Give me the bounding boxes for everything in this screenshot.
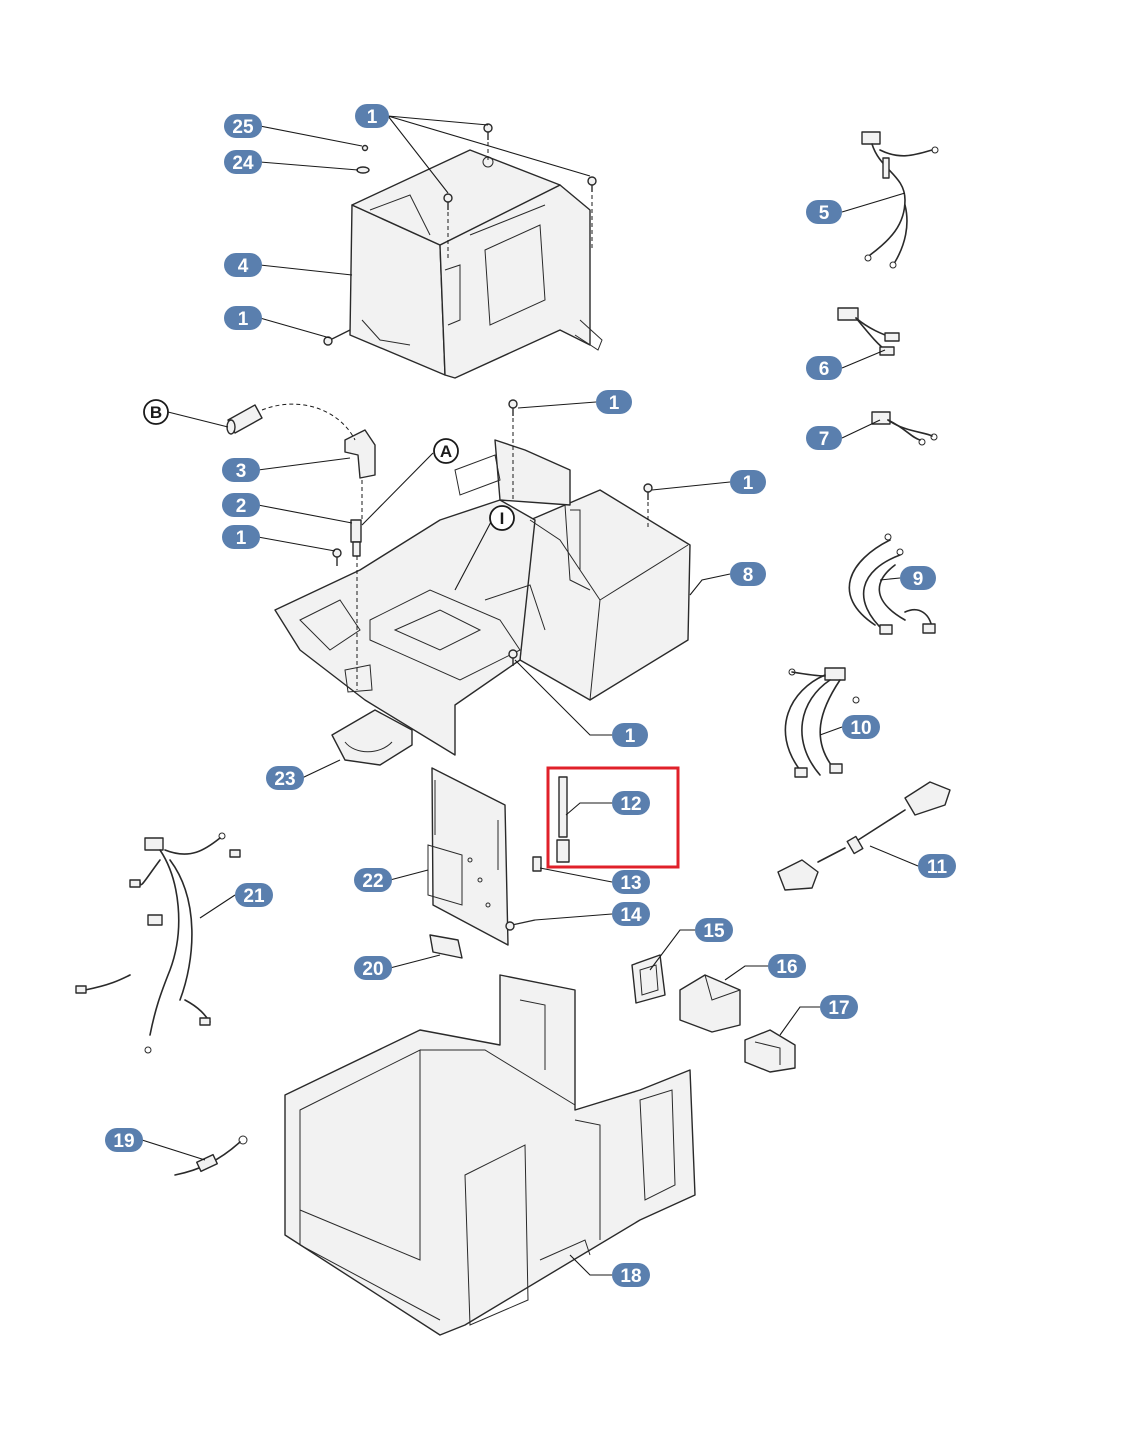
svg-text:25: 25 [232, 117, 254, 138]
part-6-harness [837, 307, 900, 356]
badge-23: 23 [266, 766, 304, 790]
part-5-harness [861, 131, 939, 269]
svg-text:17: 17 [828, 998, 849, 1019]
part-16-cover [679, 974, 741, 1033]
part-23-bracket [331, 709, 413, 766]
part-20-switch [429, 934, 463, 959]
svg-text:1: 1 [367, 107, 378, 128]
badge-25: 25 [224, 114, 262, 138]
badge-1-center: 1 [596, 390, 632, 414]
badge-19: 19 [105, 1128, 143, 1152]
badge-16: 16 [768, 954, 806, 978]
svg-text:19: 19 [113, 1131, 134, 1152]
part-7-harness [871, 411, 938, 446]
part-21-harness [75, 832, 241, 1054]
part-15-socket [631, 954, 666, 1004]
badge-7: 7 [806, 426, 842, 450]
svg-text:5: 5 [819, 203, 830, 224]
svg-text:22: 22 [362, 871, 383, 892]
badge-14: 14 [612, 902, 650, 926]
svg-text:9: 9 [913, 569, 924, 590]
part-b-tube [226, 404, 263, 435]
svg-text:1: 1 [743, 473, 754, 494]
svg-text:2: 2 [236, 496, 247, 517]
svg-text:18: 18 [620, 1266, 641, 1287]
svg-text:21: 21 [243, 886, 265, 907]
badge-4: 4 [224, 253, 262, 277]
part-2-connector [350, 519, 362, 557]
badge-22: 22 [354, 868, 392, 892]
badge-8: 8 [730, 562, 766, 586]
badge-2: 2 [222, 493, 260, 517]
callout-b: B [143, 399, 169, 425]
part-4-top-cover [349, 149, 603, 379]
svg-text:13: 13 [620, 873, 641, 894]
part-19-sensor [174, 1135, 248, 1176]
part-12-probe [556, 776, 570, 863]
badge-13: 13 [612, 870, 650, 894]
svg-text:1: 1 [625, 726, 636, 747]
badge-1-left-lower: 1 [222, 525, 260, 549]
badge-12: 12 [612, 791, 650, 815]
part-3-elbow [344, 429, 376, 479]
svg-text:14: 14 [620, 905, 642, 926]
badge-17: 17 [820, 995, 858, 1019]
svg-text:I: I [500, 509, 505, 528]
svg-text:10: 10 [850, 718, 871, 739]
svg-text:1: 1 [609, 393, 620, 414]
badge-1-lower: 1 [612, 723, 648, 747]
part-14-screw [505, 919, 536, 931]
svg-text:20: 20 [362, 959, 383, 980]
svg-text:A: A [440, 442, 452, 461]
svg-text:12: 12 [620, 794, 641, 815]
leader-lines [141, 115, 919, 1276]
badge-20: 20 [354, 956, 392, 980]
svg-text:B: B [150, 403, 162, 422]
part-17-rocker-switch [744, 1029, 796, 1073]
svg-text:23: 23 [274, 769, 295, 790]
badge-15: 15 [695, 918, 733, 942]
part-12-highlight-box [546, 766, 680, 869]
part-9-harness [848, 533, 936, 635]
svg-text:8: 8 [743, 565, 754, 586]
badge-18: 18 [612, 1263, 650, 1287]
badge-6: 6 [806, 356, 842, 380]
part-22-control-board [427, 767, 509, 946]
svg-text:15: 15 [703, 921, 725, 942]
badge-11: 11 [918, 854, 956, 878]
badge-1-top: 1 [355, 104, 389, 128]
svg-text:11: 11 [927, 857, 948, 878]
badge-9: 9 [900, 566, 936, 590]
badge-24: 24 [224, 150, 262, 174]
svg-text:1: 1 [236, 528, 247, 549]
svg-text:7: 7 [819, 429, 830, 450]
svg-text:6: 6 [819, 359, 830, 380]
svg-text:3: 3 [236, 461, 247, 482]
badge-5: 5 [806, 200, 842, 224]
badge-21: 21 [235, 883, 273, 907]
part-11-power-cord [777, 781, 951, 891]
svg-text:24: 24 [232, 153, 254, 174]
badge-1-right: 1 [730, 470, 766, 494]
svg-text:16: 16 [776, 957, 797, 978]
badge-10: 10 [842, 715, 880, 739]
part-10-harness [784, 667, 860, 778]
part-8-chassis [274, 439, 691, 756]
part-18-base [284, 974, 696, 1336]
svg-text:4: 4 [238, 256, 249, 277]
badge-3: 3 [222, 458, 260, 482]
callout-a: A [433, 438, 459, 464]
part-13-clip [532, 856, 542, 872]
svg-text:1: 1 [238, 309, 249, 330]
callout-i: I [489, 505, 515, 531]
badge-1-left-upper: 1 [224, 306, 262, 330]
